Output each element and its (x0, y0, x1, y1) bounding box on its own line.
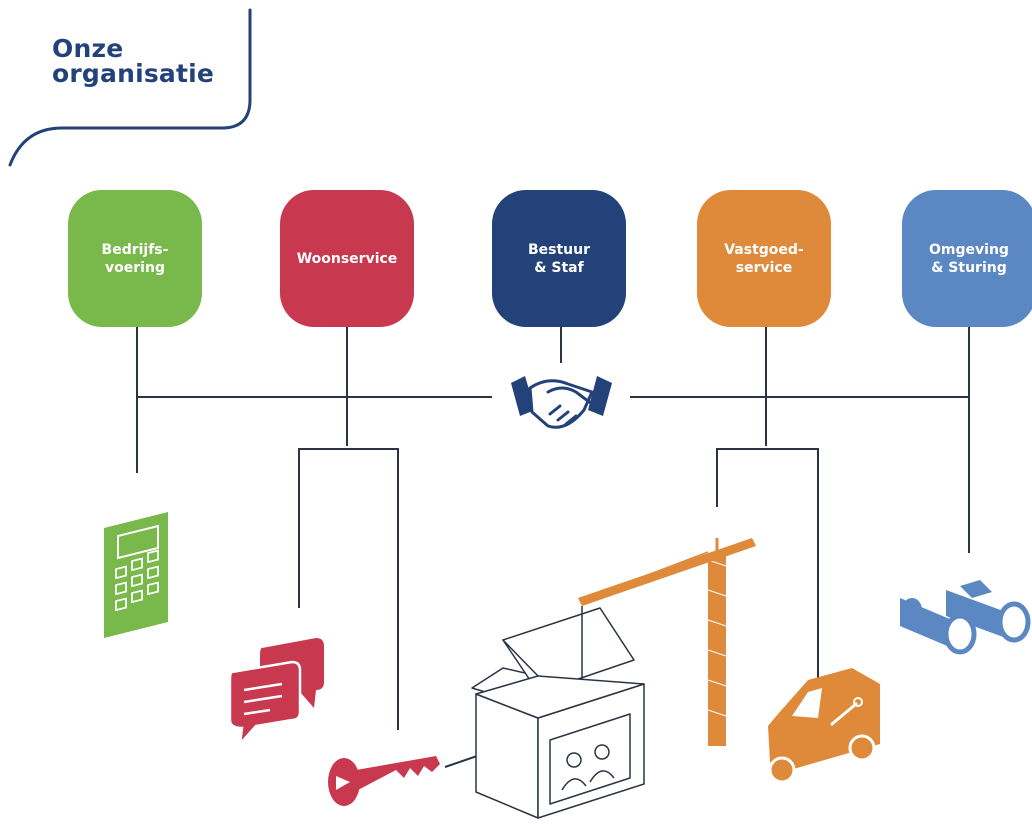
dept-label-line1: Woonservice (296, 250, 398, 267)
dept-label-line2: service (735, 259, 793, 276)
house-box-icon (471, 607, 645, 819)
crane-icon (578, 538, 756, 746)
page-title: Onze organisatie (52, 36, 214, 86)
title-line-1: Onze (52, 34, 124, 63)
handshake-icon (511, 376, 612, 429)
dept-label-line2: & Sturing (931, 259, 1007, 276)
dept-box-bestuur-staf: Bestuur & Staf (492, 190, 626, 327)
dept-label-line2: voering (105, 259, 165, 276)
connector-lines (136, 327, 970, 768)
title-line-2: organisatie (52, 59, 215, 88)
dept-label-line1: Bedrijfs- (101, 241, 169, 258)
van-icon (768, 668, 880, 784)
calculator-icon (104, 512, 168, 638)
chat-bubbles-icon (228, 638, 324, 748)
dept-label-line2: & Staf (534, 259, 584, 276)
dept-label-line1: Bestuur (527, 241, 591, 258)
dept-box-bedrijfsvoering: Bedrijfs- voering (68, 190, 202, 327)
title-accent-curve (8, 8, 252, 167)
dept-label-line1: Vastgoed- (724, 241, 804, 258)
dept-box-vastgoedservice: Vastgoed- service (697, 190, 831, 327)
binoculars-icon (900, 580, 1031, 655)
key-icon (328, 756, 440, 806)
dept-label-line1: Omgeving (929, 241, 1009, 258)
dept-box-woonservice: Woonservice (280, 190, 414, 327)
dept-box-omgeving-sturing: Omgeving & Sturing (902, 190, 1032, 327)
